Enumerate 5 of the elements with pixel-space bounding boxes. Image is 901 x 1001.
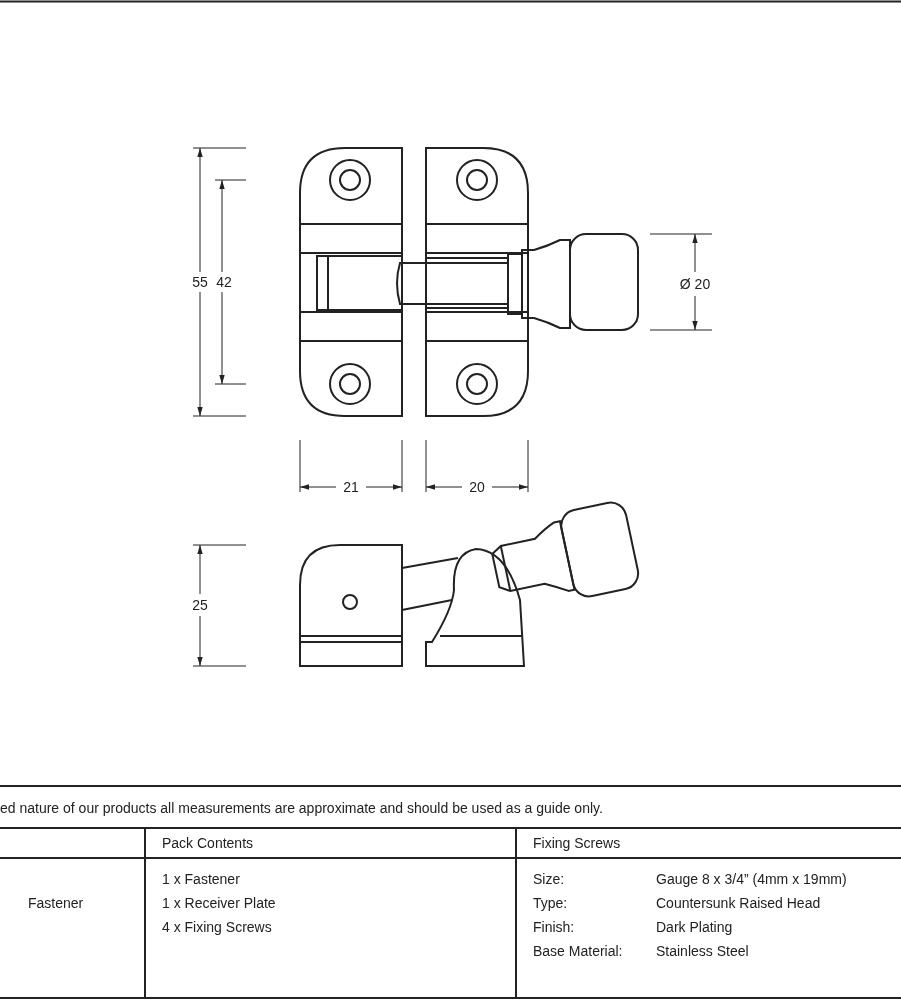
table-cell: Gauge 8 x 3/4” (4mm x 19mm) <box>656 870 847 888</box>
table-cell: Dark Plating <box>656 918 733 936</box>
note-text: ed nature of our products all measurements are approximate and should be used as a guide only. <box>0 799 603 817</box>
column-header: Fixing Screws <box>533 834 621 852</box>
table-cell: 4 x Fixing Screws <box>162 918 272 936</box>
